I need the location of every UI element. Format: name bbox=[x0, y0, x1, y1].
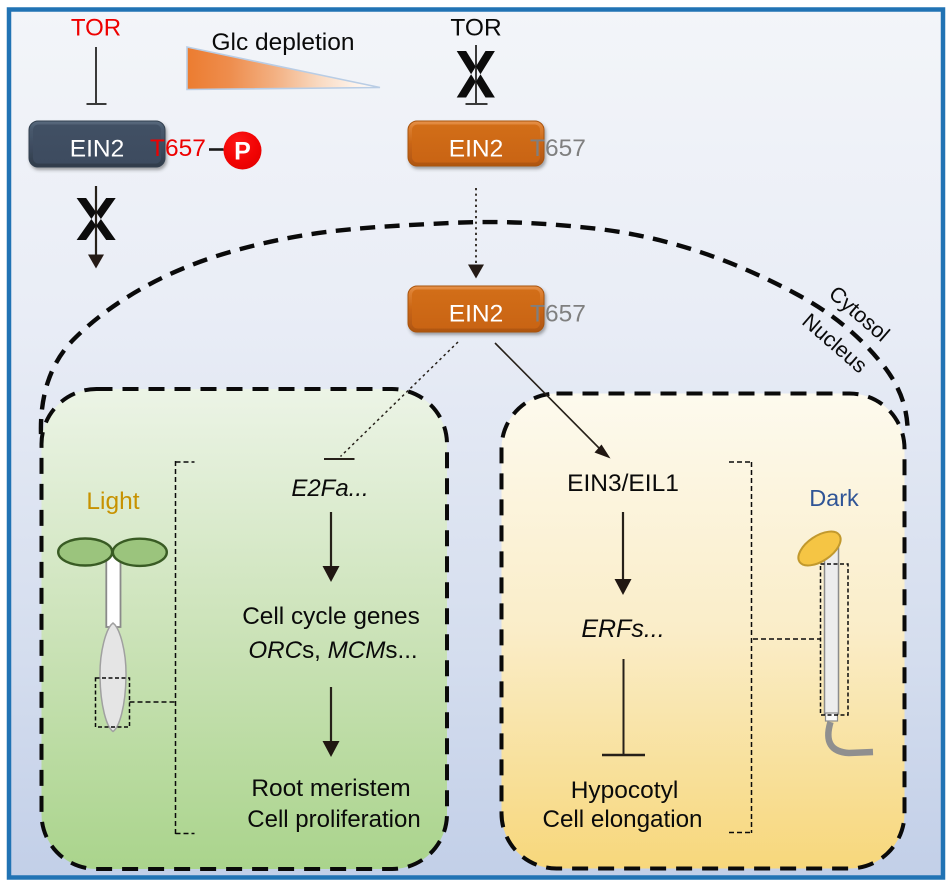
svg-text:Root meristem: Root meristem bbox=[251, 775, 410, 802]
svg-text:Glc depletion: Glc depletion bbox=[211, 29, 354, 56]
svg-text:ORCs, MCMs...: ORCs, MCMs... bbox=[248, 637, 417, 664]
svg-text:Cell elongation: Cell elongation bbox=[542, 806, 702, 833]
svg-text:TOR: TOR bbox=[450, 15, 501, 42]
svg-text:EIN2: EIN2 bbox=[449, 136, 503, 163]
svg-text:P: P bbox=[234, 138, 251, 166]
svg-text:E2Fa...: E2Fa... bbox=[291, 475, 368, 502]
svg-text:EIN3/EIL1: EIN3/EIL1 bbox=[567, 470, 679, 497]
svg-text:Dark: Dark bbox=[809, 485, 859, 511]
svg-text:EIN2: EIN2 bbox=[449, 301, 503, 328]
svg-text:Hypocotyl: Hypocotyl bbox=[571, 777, 679, 804]
svg-text:T657: T657 bbox=[150, 135, 206, 162]
svg-text:Cell cycle genes: Cell cycle genes bbox=[242, 603, 420, 630]
svg-text:T657: T657 bbox=[530, 301, 586, 328]
svg-text:ERFs...: ERFs... bbox=[581, 615, 664, 643]
svg-text:T657: T657 bbox=[530, 135, 586, 162]
svg-text:EIN2: EIN2 bbox=[70, 136, 124, 163]
svg-text:Light: Light bbox=[86, 488, 139, 515]
svg-text:Cell proliferation: Cell proliferation bbox=[247, 806, 420, 833]
svg-text:TOR: TOR bbox=[71, 15, 121, 42]
